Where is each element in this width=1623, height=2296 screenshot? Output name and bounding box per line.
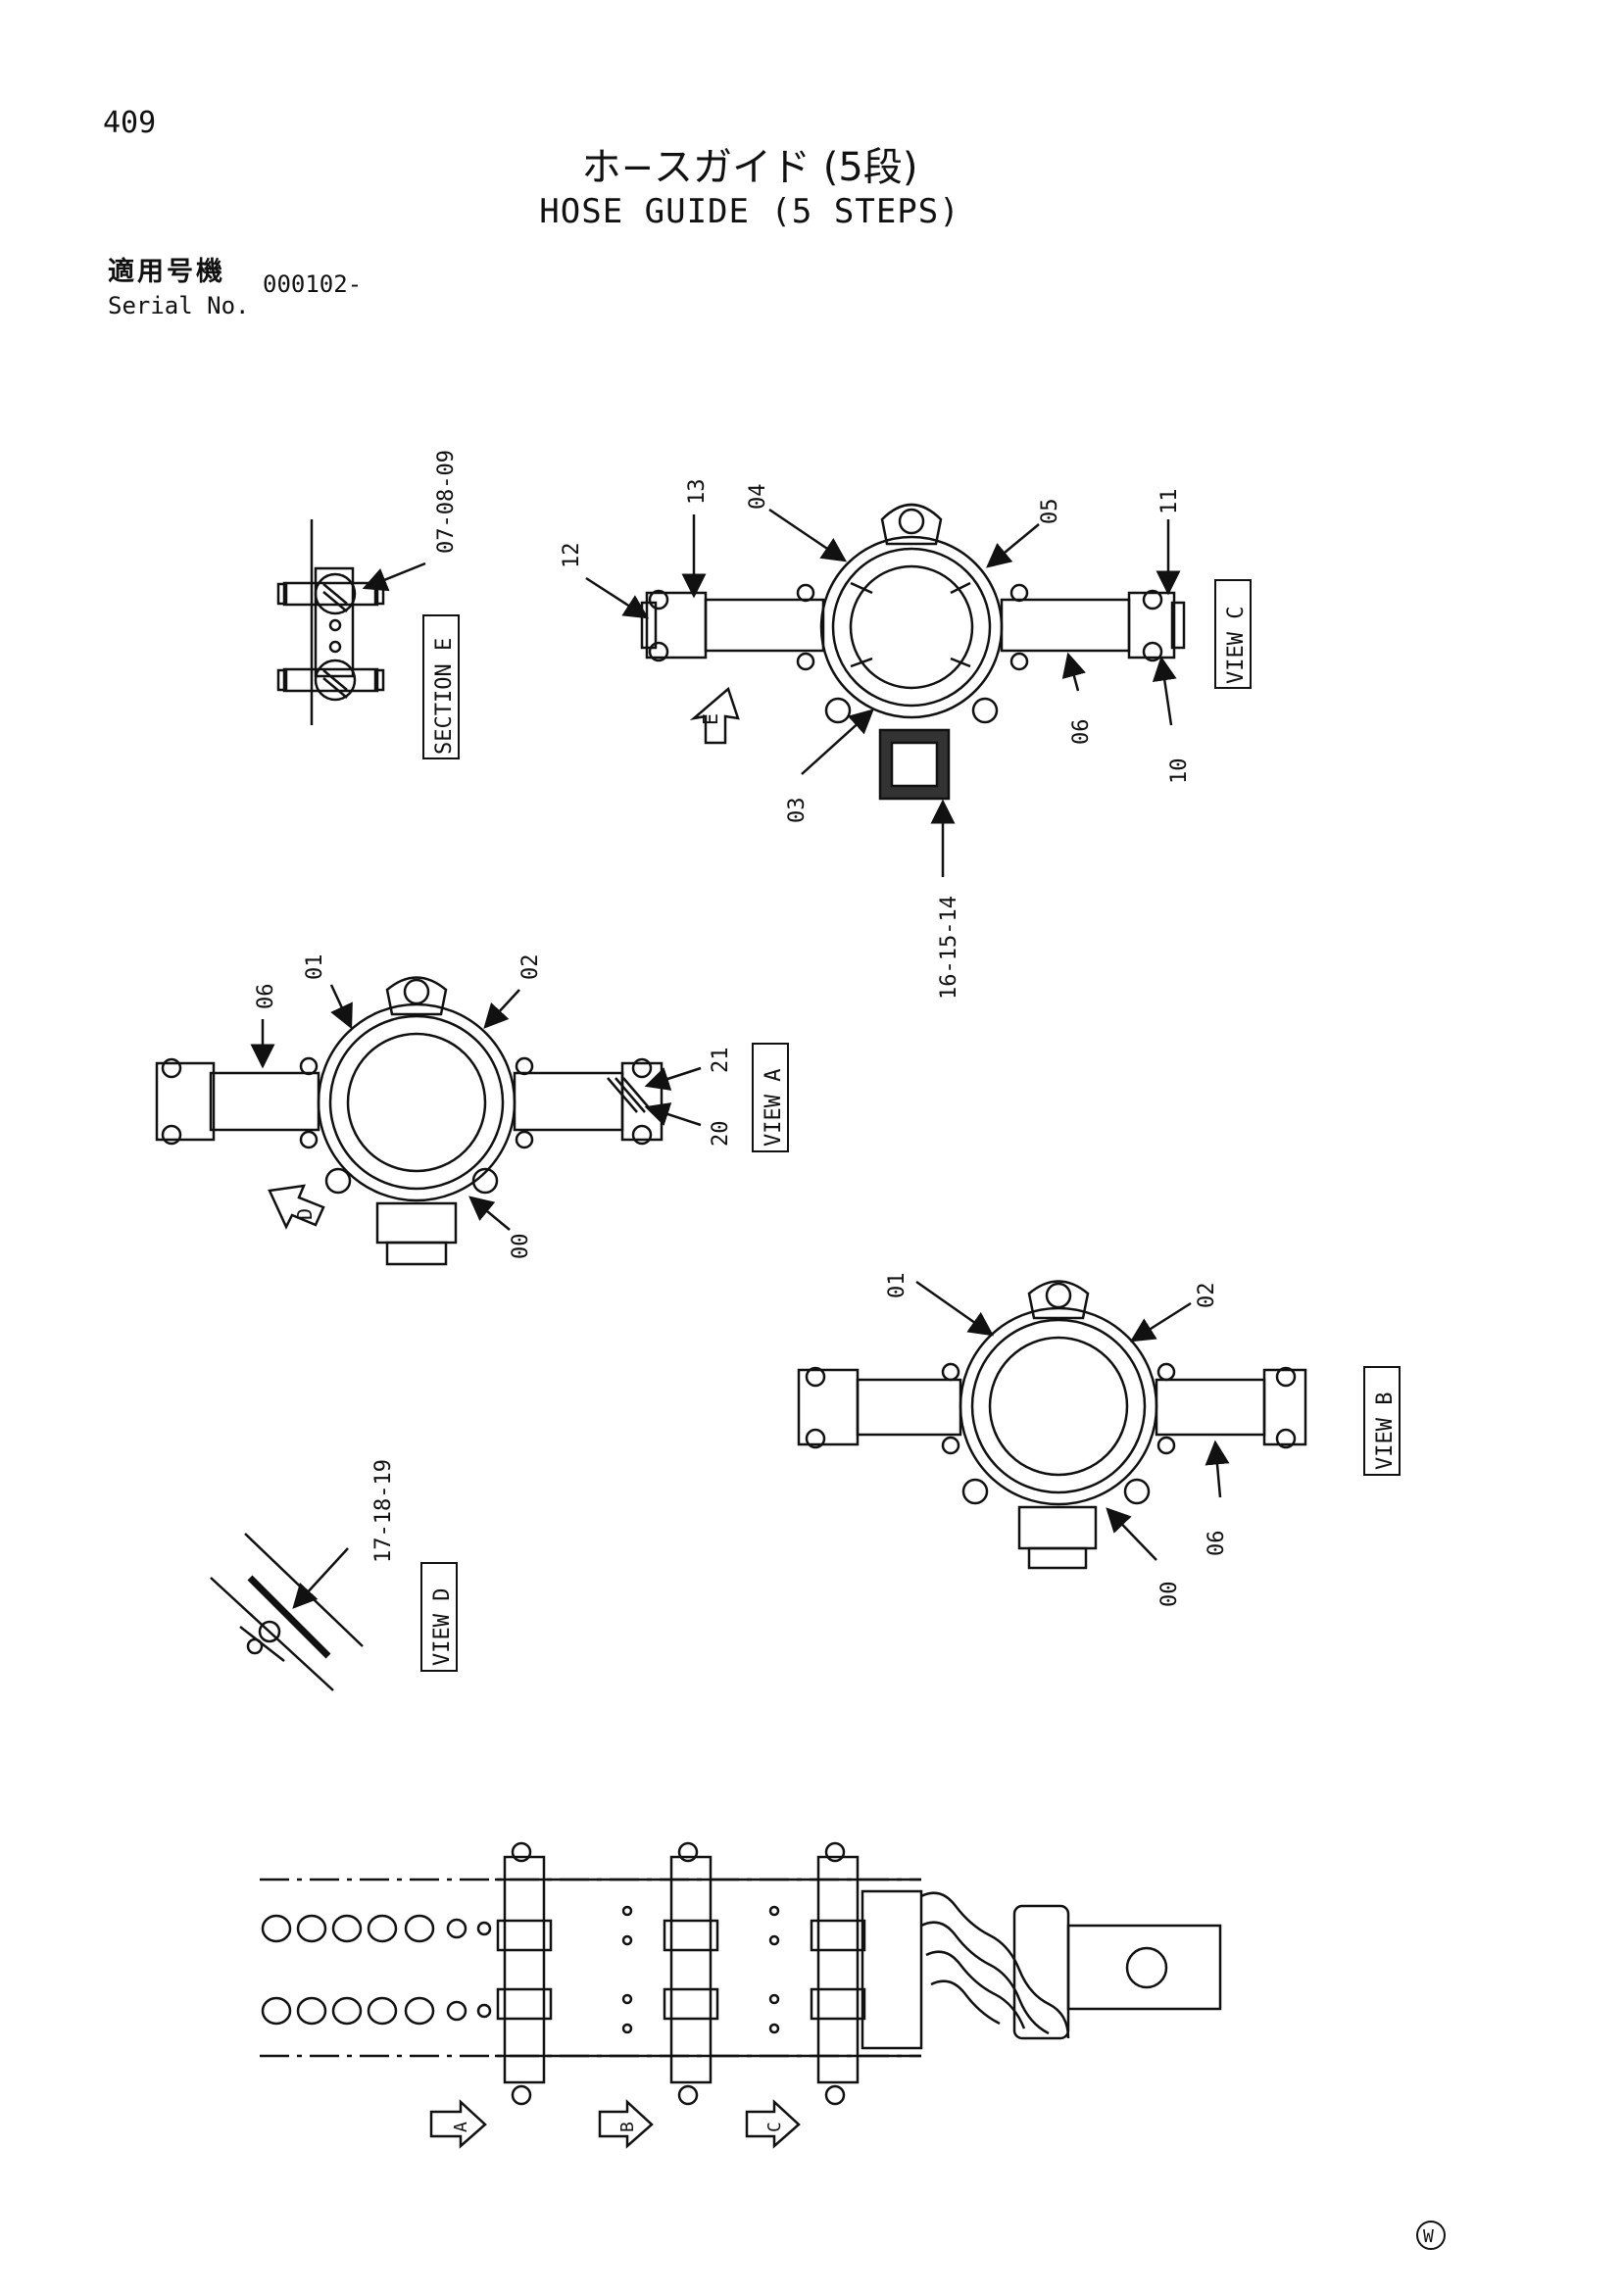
callout-11: 11 (1157, 489, 1182, 515)
serial-label-jp: 適用号機 (108, 257, 225, 287)
callout-20: 20 (709, 1121, 733, 1148)
section-e-label: SECTION E (432, 638, 457, 755)
callout-02-view-b: 02 (1195, 1283, 1219, 1309)
page-title-en: HOSE GUIDE (5 STEPS) (539, 192, 960, 231)
callout-01-view-b: 01 (885, 1273, 910, 1299)
arrow-e-label: E (699, 713, 722, 725)
callout-16-15-14: 16-15-14 (937, 896, 961, 1000)
callout-06-view-a: 06 (254, 984, 278, 1010)
view-b-label: VIEW B (1373, 1392, 1398, 1470)
view-c-label: VIEW C (1224, 607, 1249, 684)
boom-assembly (260, 1841, 1222, 2149)
view-d-label-box: VIEW D (420, 1562, 458, 1672)
view-c-detail (640, 503, 1186, 801)
section-e-detail (276, 519, 426, 725)
view-b-label-box: VIEW B (1363, 1366, 1401, 1476)
view-c-label-box: VIEW C (1214, 579, 1252, 689)
callout-03: 03 (785, 798, 810, 824)
serial-label-en: Serial No. (108, 292, 250, 319)
arrow-c-label: C (764, 2122, 785, 2132)
callout-04: 04 (746, 484, 770, 511)
section-e-label-box: SECTION E (422, 614, 460, 759)
callout-00-view-b: 00 (1157, 1582, 1182, 1608)
view-d-label: VIEW D (430, 1588, 455, 1666)
arrow-a-label: A (451, 2122, 471, 2132)
callout-02-view-a: 02 (518, 954, 543, 981)
callout-06-view-b: 06 (1205, 1531, 1229, 1557)
callout-06-view-c: 06 (1069, 719, 1094, 746)
arrow-b-label: B (617, 2122, 638, 2132)
manufacturer-mark-letter: W (1423, 2226, 1434, 2247)
page-number: 409 (103, 106, 157, 140)
callout-12: 12 (560, 543, 584, 569)
view-b-detail (797, 1280, 1307, 1570)
callout-07-08-09: 07-08-09 (434, 450, 459, 554)
view-a-label-box: VIEW A (752, 1043, 789, 1152)
serial-number: 000102- (263, 270, 363, 298)
callout-01-view-a: 01 (303, 954, 327, 981)
view-a-label: VIEW A (762, 1069, 786, 1147)
callout-13: 13 (685, 479, 710, 506)
callout-00-view-a: 00 (509, 1234, 533, 1260)
callout-21: 21 (709, 1048, 733, 1074)
view-a-detail (155, 976, 664, 1266)
page-title-jp: ホ−スガイド (5段) (581, 145, 918, 190)
callout-10: 10 (1167, 758, 1192, 785)
callout-05: 05 (1038, 499, 1062, 525)
callout-17-18-19: 17-18-19 (371, 1459, 396, 1563)
manufacturer-mark: W (1416, 2221, 1446, 2250)
arrow-d-label: D (293, 1208, 317, 1220)
